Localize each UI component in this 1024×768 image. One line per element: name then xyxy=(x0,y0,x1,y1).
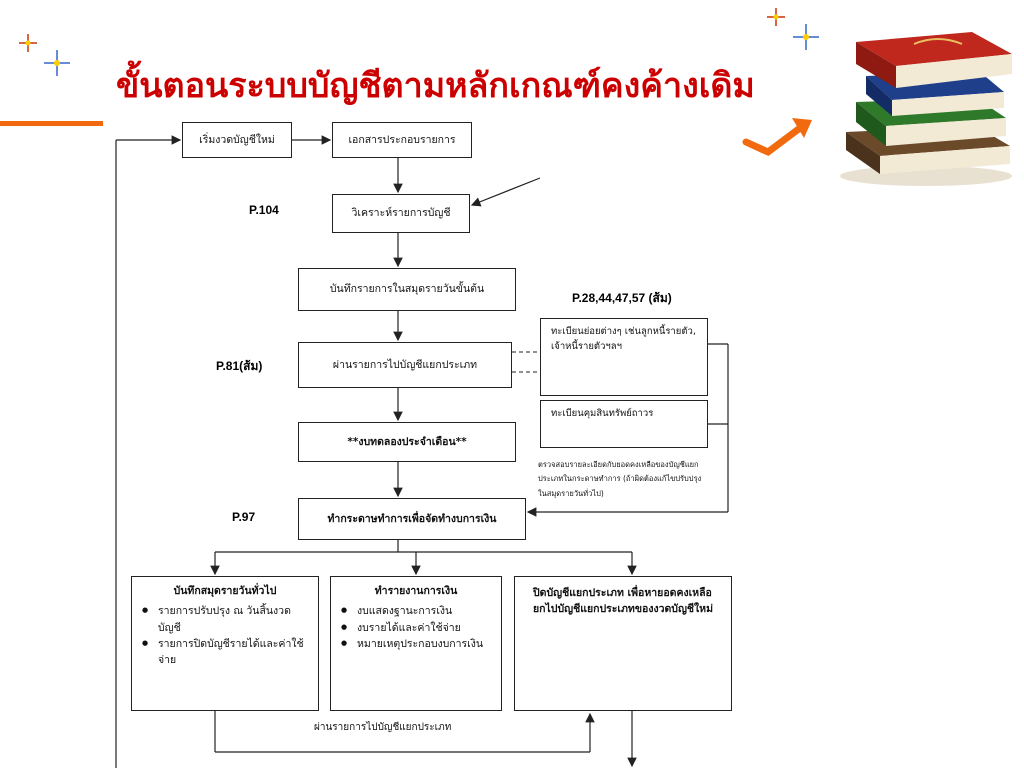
subsidiary-ledger-box: ทะเบียนย่อยต่างๆ เช่นลูกหนี้รายตัว, เจ้า… xyxy=(540,318,708,396)
close-ledger-box: ปิดบัญชีแยกประเภท เพื่อหายอดคงเหลือ ยกไป… xyxy=(514,576,732,711)
page-title: ขั้นตอนระบบบัญชีตามหลักเกณฑ์คงค้างเดิม xyxy=(116,66,755,106)
worksheet-box: ทำกระดาษทำการเพื่อจัดทำงบการเงิน xyxy=(298,498,526,540)
sparkle-icon xyxy=(44,50,70,76)
post-ledger-box: ผ่านรายการไปบัญชีแยกประเภท xyxy=(298,342,512,388)
financial-report-heading: ทำรายงานการเงิน xyxy=(374,585,458,597)
general-journal-item: รายการปิดบัญชีรายได้และค่าใช้จ่าย xyxy=(142,636,308,669)
financial-report-item: หมายเหตุประกอบงบการเงิน xyxy=(341,636,491,652)
page-note-p81: P.81(ส้ม) xyxy=(216,359,263,373)
start-period-box: เริ่มงวดบัญชีใหม่ xyxy=(182,122,292,158)
journal-entry-box: บันทึกรายการในสมุดรายวันขั้นต้น xyxy=(298,268,516,311)
general-journal-heading: บันทึกสมุดรายวันทั่วไป xyxy=(173,585,277,597)
financial-report-box: ทำรายงานการเงิน งบแสดงฐานะการเงิน งบรายไ… xyxy=(330,576,502,711)
sparkle-icon xyxy=(19,34,37,52)
books-icon xyxy=(840,32,1012,186)
source-documents-box: เอกสารประกอบรายการ xyxy=(332,122,472,158)
page-note-p104: P.104 xyxy=(249,203,279,217)
general-journal-box: บันทึกสมุดรายวันทั่วไป รายการปรับปรุง ณ … xyxy=(131,576,319,711)
page-note-p28: P.28,44,47,57 (ส้ม) xyxy=(572,291,672,305)
financial-report-item: งบแสดงฐานะการเงิน xyxy=(341,603,491,619)
analyze-transactions-box: วิเคราะห์รายการบัญชี xyxy=(332,194,470,233)
reconcile-note: ตรวจสอบรายละเอียดกับยอดคงเหลือของบัญชีแย… xyxy=(538,460,702,498)
general-journal-item: รายการปรับปรุง ณ วันสิ้นงวดบัญชี xyxy=(142,603,308,636)
bottom-post-label: ผ่านรายการไปบัญชีแยกประเภท xyxy=(314,722,452,733)
title-underline xyxy=(0,121,103,126)
page-note-p97: P.97 xyxy=(232,510,256,524)
trial-balance-box: **งบทดลองประจำเดือน** xyxy=(298,422,516,462)
sparkle-icon xyxy=(767,8,785,26)
sparkle-icon xyxy=(793,24,819,50)
arrow-icon xyxy=(742,118,812,157)
financial-report-item: งบรายได้และค่าใช้จ่าย xyxy=(341,620,491,636)
fixed-asset-register-box: ทะเบียนคุมสินทรัพย์ถาวร xyxy=(540,400,708,448)
